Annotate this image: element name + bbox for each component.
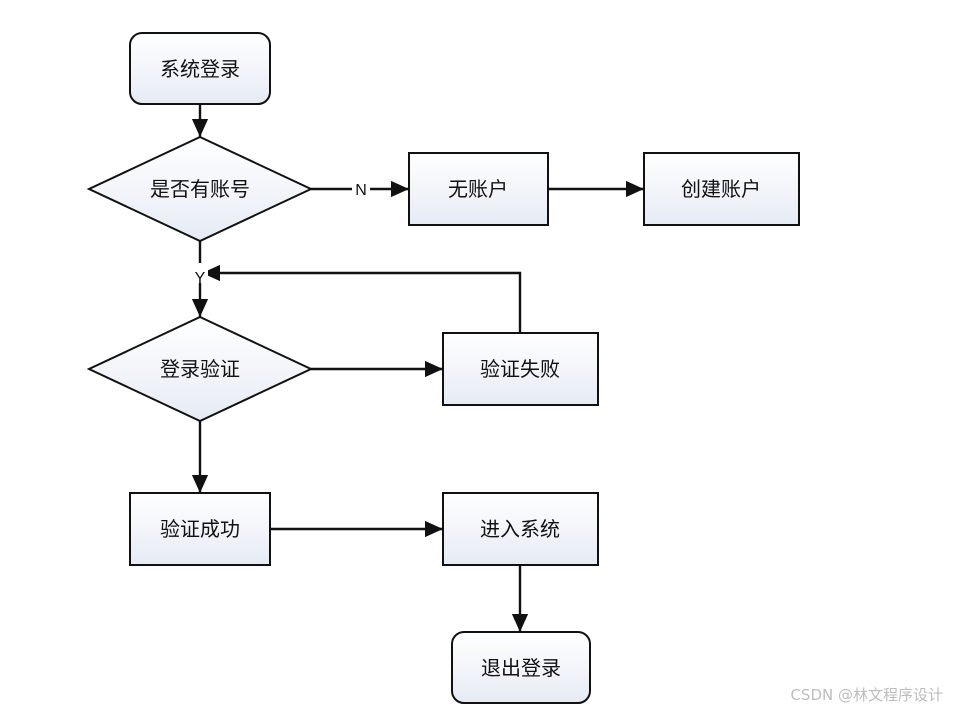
watermark-text: CSDN @林文程序设计 [790, 686, 943, 704]
edges [191, 104, 644, 632]
node-verify-success-label: 验证成功 [160, 517, 240, 541]
node-enter-system: 进入系统 [442, 492, 599, 566]
node-has-account: 是否有账号 [86, 135, 314, 243]
node-login: 系统登录 [129, 32, 271, 105]
edge-label-no-bg [352, 180, 370, 199]
node-has-account-label: 是否有账号 [150, 177, 250, 201]
node-create-account: 创建账户 [643, 152, 800, 226]
node-create-account-label: 创建账户 [681, 177, 761, 201]
node-verify-login-label: 登录验证 [160, 357, 240, 381]
node-verify-login: 登录验证 [86, 315, 314, 423]
node-enter-system-label: 进入系统 [480, 517, 560, 541]
node-verify-fail-label: 验证失败 [480, 357, 560, 381]
edge-verify-fail-loop-back [202, 264, 522, 333]
edge-label-yes-bg [192, 263, 208, 283]
node-verify-fail: 验证失败 [442, 332, 599, 406]
node-no-account: 无账户 [408, 152, 549, 226]
edge-label-yes: Y [195, 270, 206, 287]
node-logout: 退出登录 [451, 631, 591, 704]
edge-label-no: N [355, 182, 367, 199]
node-logout-label: 退出登录 [481, 656, 561, 680]
node-login-label: 系统登录 [160, 57, 240, 81]
node-no-account-label: 无账户 [448, 177, 508, 201]
node-verify-success: 验证成功 [129, 492, 271, 566]
